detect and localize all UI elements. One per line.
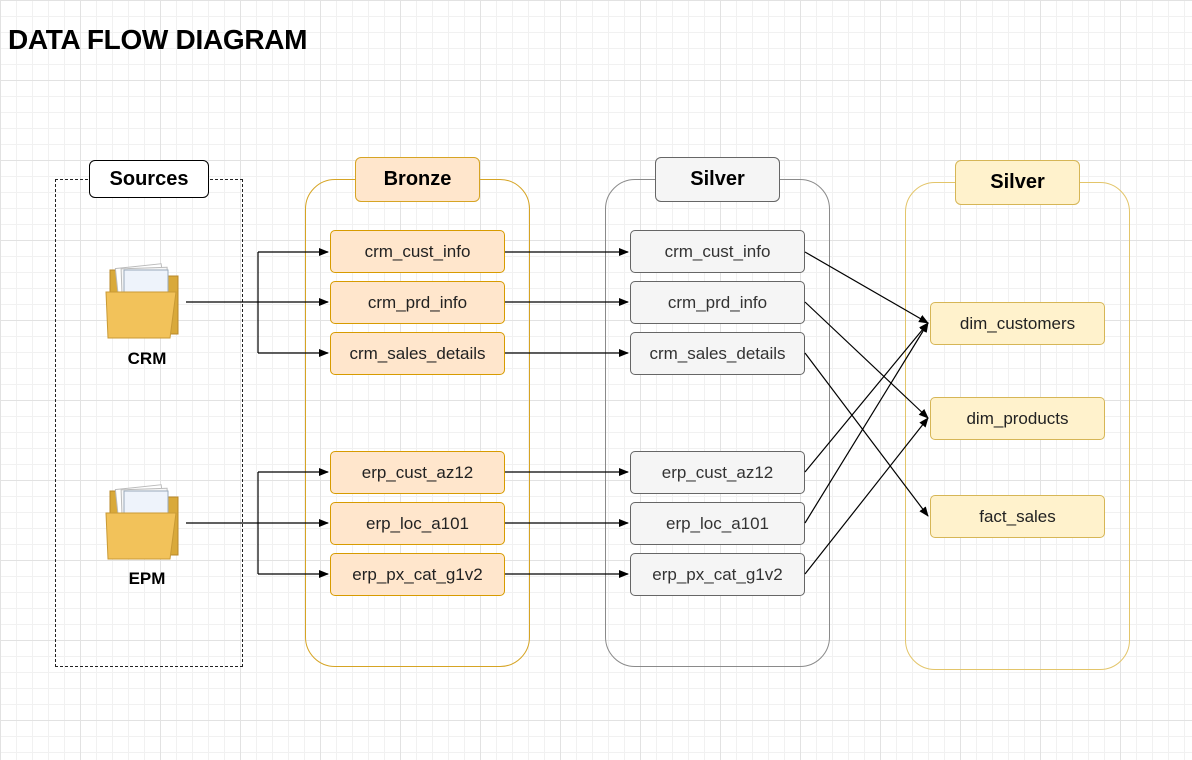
silver-table[interactable]: erp_loc_a101 (630, 502, 805, 545)
silver-table[interactable]: crm_sales_details (630, 332, 805, 375)
gold-header: Silver (955, 160, 1080, 205)
silver-table[interactable]: crm_prd_info (630, 281, 805, 324)
sources-header: Sources (89, 160, 209, 198)
source-label-epm: EPM (128, 569, 166, 588)
bronze-header: Bronze (355, 157, 480, 202)
source-label-crm: CRM (127, 349, 167, 368)
folder-icon (105, 263, 179, 339)
silver-table[interactable]: crm_cust_info (630, 230, 805, 273)
folder-icon (105, 484, 179, 560)
silver-header: Silver (655, 157, 780, 202)
bronze-table[interactable]: crm_cust_info (330, 230, 505, 273)
silver-table[interactable]: erp_px_cat_g1v2 (630, 553, 805, 596)
bronze-table[interactable]: erp_px_cat_g1v2 (330, 553, 505, 596)
sources-container (55, 179, 243, 667)
gold-table[interactable]: dim_products (930, 397, 1105, 440)
gold-table[interactable]: dim_customers (930, 302, 1105, 345)
gold-table[interactable]: fact_sales (930, 495, 1105, 538)
silver-table[interactable]: erp_cust_az12 (630, 451, 805, 494)
diagram-title: DATA FLOW DIAGRAM (8, 24, 308, 55)
bronze-table[interactable]: crm_prd_info (330, 281, 505, 324)
bronze-table[interactable]: crm_sales_details (330, 332, 505, 375)
bronze-table[interactable]: erp_loc_a101 (330, 502, 505, 545)
bronze-table[interactable]: erp_cust_az12 (330, 451, 505, 494)
